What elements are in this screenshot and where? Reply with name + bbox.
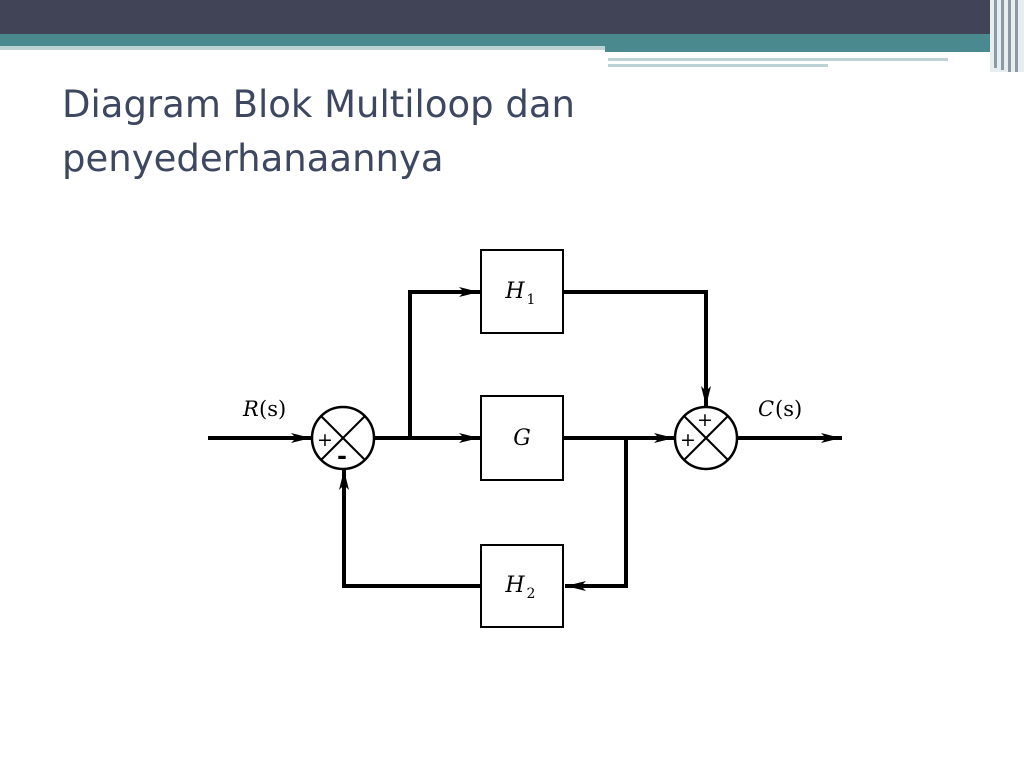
block-h1-label: H — [504, 279, 525, 304]
block-g-label: G — [513, 426, 531, 451]
header-light-strip-short — [608, 64, 828, 67]
block-h1-subscript: 1 — [527, 292, 536, 308]
h2-feedback-line — [339, 469, 482, 588]
sum2-plus-sign-left: + — [680, 429, 696, 451]
block-g: G — [480, 395, 564, 481]
header-light-strip-right — [608, 58, 948, 61]
block-h1: H 1 — [480, 249, 564, 334]
summing-junction-2: + + — [673, 405, 739, 471]
header-dark-bar — [0, 0, 1024, 34]
header-teal-step — [605, 46, 1024, 52]
header-corner-line-4 — [1015, 0, 1018, 72]
header-teal-bar — [0, 34, 1024, 46]
block-h2-subscript: 2 — [527, 586, 536, 602]
header-corner-line-3 — [1008, 0, 1011, 72]
page-title-line-2: penyederhanaannya — [62, 137, 444, 180]
summing-junction-1: + - — [310, 405, 376, 471]
h1-to-sum2-line — [562, 290, 711, 407]
block-h2: H 2 — [480, 544, 564, 628]
output-label-c-arg: (s) — [775, 397, 802, 421]
branch-to-h1-line — [408, 287, 480, 440]
input-label-r: R — [242, 397, 259, 421]
header-decoration — [0, 0, 1024, 72]
header-light-strip-left — [0, 46, 605, 50]
input-label-r-arg: (s) — [259, 397, 286, 421]
header-corner-line-2 — [1001, 0, 1004, 70]
output-label-c: C — [758, 397, 774, 421]
sum1-plus-sign: + — [317, 429, 333, 451]
block-h2-label: H — [504, 573, 525, 598]
page-title-line-1: Diagram Blok Multiloop dan — [62, 83, 575, 126]
header-corner-line-1 — [994, 0, 997, 68]
sum2-plus-sign-top: + — [697, 409, 713, 431]
page-title: Diagram Blok Multiloop dan penyederhanaa… — [62, 78, 762, 186]
branch-to-h2-line — [565, 436, 628, 591]
sum1-minus-sign: - — [337, 441, 347, 470]
